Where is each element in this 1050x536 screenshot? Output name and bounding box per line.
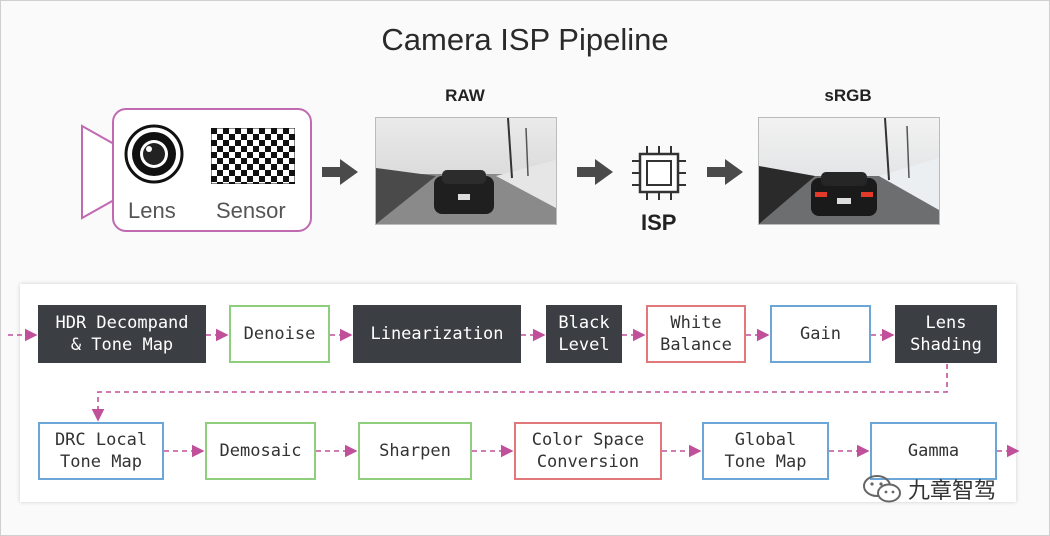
srgb-image <box>758 117 940 225</box>
stage-linearization: Linearization <box>353 305 521 363</box>
sensor-icon <box>211 128 295 184</box>
arrow-right-icon <box>322 159 358 185</box>
arrow-right-icon <box>707 159 743 185</box>
stage-demosaic: Demosaic <box>205 422 316 480</box>
wechat-icon <box>863 475 901 503</box>
watermark: 九章智驾 <box>862 473 996 505</box>
processor-chip-icon <box>632 146 686 200</box>
lens-icon <box>124 124 184 184</box>
watermark-text: 九章智驾 <box>908 478 997 503</box>
stage-gamma: Gamma <box>870 422 997 480</box>
stage-sharpen: Sharpen <box>358 422 472 480</box>
lens-label: Lens <box>128 198 176 223</box>
srgb-label: sRGB <box>824 86 872 105</box>
stage-global-tone-map: Global Tone Map <box>702 422 829 480</box>
arrow-right-icon <box>577 159 613 185</box>
stage-gain: Gain <box>770 305 871 363</box>
raw-image <box>375 117 557 225</box>
stage-lens-shading: Lens Shading <box>895 305 997 363</box>
stage-hdr-decompand: HDR Decompand & Tone Map <box>38 305 206 363</box>
isp-label: ISP <box>641 210 677 235</box>
raw-label: RAW <box>445 86 485 105</box>
sensor-label: Sensor <box>216 198 286 223</box>
stage-black-level: Black Level <box>546 305 622 363</box>
stage-color-space-conversion: Color Space Conversion <box>514 422 662 480</box>
stage-denoise: Denoise <box>229 305 330 363</box>
page-title: Camera ISP Pipeline <box>381 22 669 57</box>
stage-drc-local-tone-map: DRC Local Tone Map <box>38 422 164 480</box>
stage-white-balance: White Balance <box>646 305 746 363</box>
